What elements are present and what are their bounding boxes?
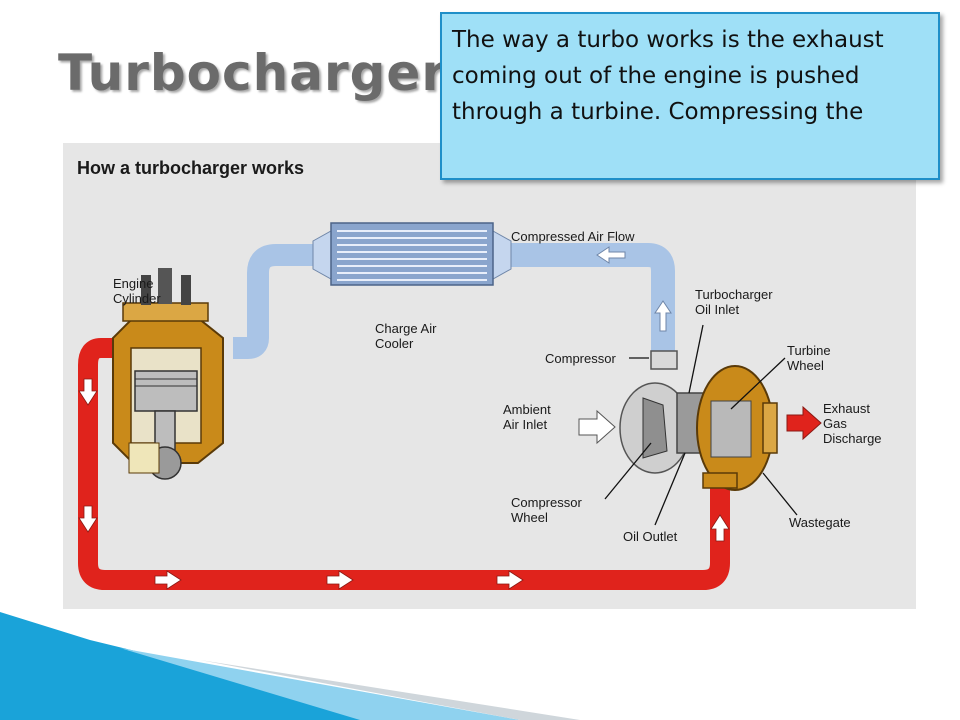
turbine-wheel: [710, 400, 752, 458]
exhaust-arrow-down-1: [78, 378, 98, 406]
explanation-callout: The way a turbo works is the exhaust com…: [440, 12, 940, 180]
leader-wastegate: [762, 472, 798, 516]
label-discharge: Discharge: [823, 431, 882, 446]
label-oil-inlet: Oil Inlet: [695, 302, 739, 317]
exhaust-arrow-down-2: [78, 505, 98, 533]
leader-oil-inlet: [688, 324, 704, 394]
diagram-canvas: How a turbocharger works: [77, 158, 882, 590]
exhaust-arrow-right-2: [326, 570, 354, 590]
label-cylinder: Cylinder: [113, 291, 161, 306]
airflow-arrow-up: [654, 300, 672, 332]
label-engine: Engine: [113, 276, 153, 291]
label-turbine: Turbine: [787, 343, 831, 358]
engine-cylinder: [112, 268, 224, 480]
exhaust-discharge-arrow: [786, 405, 822, 441]
label-wastegate: Wastegate: [789, 515, 851, 530]
charge-air-cooler: [312, 222, 512, 286]
compressor-wheel: [642, 397, 668, 459]
leader-compressor-wheel: [604, 442, 652, 500]
exhaust-arrow-up: [710, 514, 730, 542]
label-air-inlet: Air Inlet: [503, 417, 547, 432]
airflow-arrow-left: [596, 246, 626, 264]
compressed-air-pipe: [493, 243, 675, 355]
label-compressed-air-flow: Compressed Air Flow: [511, 229, 635, 244]
label-ambient: Ambient: [503, 402, 551, 417]
label-compressor-wheel-1: Compressor: [511, 495, 582, 510]
ambient-inlet-arrow: [578, 409, 616, 445]
label-charge-air: Charge Air: [375, 321, 437, 336]
label-cooler: Cooler: [375, 336, 414, 351]
intake-pipe: [233, 244, 328, 359]
deco-grey-wedge: [200, 660, 580, 720]
label-compressor-wheel-2: Wheel: [511, 510, 548, 525]
diagram-header: How a turbocharger works: [77, 158, 304, 178]
label-oil-outlet: Oil Outlet: [623, 529, 678, 544]
label-compressor: Compressor: [545, 351, 616, 366]
label-gas: Gas: [823, 416, 847, 431]
label-exhaust: Exhaust: [823, 401, 870, 416]
leader-turbine-wheel: [730, 357, 786, 410]
deco-blue-wedge: [0, 612, 420, 720]
label-turbocharger: Turbocharger: [695, 287, 773, 302]
deco-light-wedge: [120, 648, 520, 720]
turbocharger-diagram: How a turbocharger works: [63, 143, 916, 609]
exhaust-arrow-right-3: [496, 570, 524, 590]
leader-oil-outlet: [654, 452, 686, 526]
exhaust-pipe: [78, 338, 730, 590]
exhaust-arrow-right-1: [154, 570, 182, 590]
slide-title: Turbocharger: [58, 44, 448, 102]
slide-decoration: [0, 612, 580, 720]
label-turbine-wheel: Wheel: [787, 358, 824, 373]
turbocharger-unit: [619, 350, 778, 491]
